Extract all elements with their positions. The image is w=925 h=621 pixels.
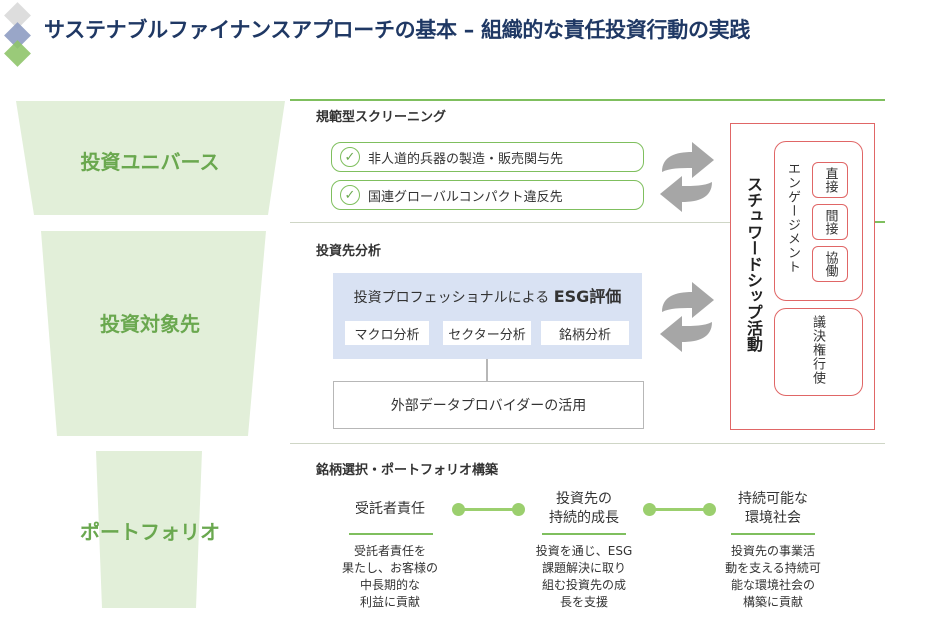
screening-heading: 規範型スクリーニング xyxy=(316,110,447,125)
step-connector-line xyxy=(653,508,709,511)
step-title-line: 受託者責任 xyxy=(355,501,425,517)
step-desc-line: 投資先の事業活 xyxy=(730,544,815,558)
voting-label: 議決権行使 xyxy=(810,315,825,385)
method-indirect: 間接 xyxy=(812,204,848,240)
engagement-box: エンゲージメント 直接 間接 協働 xyxy=(774,141,863,301)
funnel-graphic xyxy=(16,101,285,608)
step-title-line: 持続可能な xyxy=(738,491,808,507)
portfolio-heading: 銘柄選択・ポートフォリオ構築 xyxy=(316,463,499,478)
step-desc-line: 能な環境社会の xyxy=(730,578,815,592)
step-title-line: 持続的成長 xyxy=(549,510,619,526)
engagement-label: エンゲージメント xyxy=(785,162,800,274)
divider-2 xyxy=(290,443,885,444)
method-direct: 直接 xyxy=(812,162,848,198)
screening-item-label: 非人道的兵器の製造・販売関与先 xyxy=(368,151,564,167)
analysis-heading: 投資先分析 xyxy=(316,244,382,259)
external-data-box: 外部データプロバイダーの活用 xyxy=(333,381,644,429)
step-desc-line: 受託者責任を xyxy=(353,544,426,558)
funnel-stage3-shape xyxy=(96,451,202,608)
step-connector-dot xyxy=(703,503,716,516)
step-desc-line: 投資を通じ、ESG xyxy=(535,544,633,558)
analysis-chip-sector: セクター分析 xyxy=(443,321,531,345)
funnel-stage3-label: ポートフォリオ xyxy=(80,520,220,544)
step-connector-line xyxy=(462,508,518,511)
step-desc-line: 課題解決に取り xyxy=(541,561,626,575)
step-title-line: 投資先の xyxy=(556,491,612,507)
step-desc-line: 果たし、お客様の xyxy=(341,561,438,575)
screening-item-label: 国連グローバルコンパクト違反先 xyxy=(368,189,563,205)
stewardship-title: スチュワードシップ活動 xyxy=(744,176,763,352)
cycle-arrows-icon xyxy=(660,282,714,352)
analysis-chip-macro: マクロ分析 xyxy=(345,321,429,345)
esg-evaluation-box: 投資プロフェッショナルによる ESG評価 マクロ分析 セクター分析 銘柄分析 xyxy=(333,273,642,359)
step-connector-dot xyxy=(452,503,465,516)
step-connector-dot xyxy=(512,503,525,516)
esg-title-prefix: 投資プロフェッショナルによる xyxy=(353,290,550,306)
step-desc-line: 利益に貢献 xyxy=(359,595,420,609)
page-title: サステナブルファイナンスアプローチの基本 – 組織的な責任投資行動の実践 xyxy=(44,18,751,42)
funnel-stage2-label: 投資対象先 xyxy=(100,312,200,336)
cycle-arrows-icon xyxy=(660,142,714,212)
funnel-stage1-label: 投資ユニバース xyxy=(80,150,220,174)
method-collaborative: 協働 xyxy=(812,246,848,282)
step-underline xyxy=(349,533,433,535)
step-underline xyxy=(731,533,815,535)
stewardship-box: スチュワードシップ活動 エンゲージメント 直接 間接 協働 議決権行使 xyxy=(730,123,875,430)
step-desc-line: 長を支援 xyxy=(559,595,608,609)
esg-title-bold: ESG評価 xyxy=(553,287,622,306)
screening-item: ✓ 非人道的兵器の製造・販売関与先 xyxy=(331,142,644,172)
esg-title: 投資プロフェッショナルによる ESG評価 xyxy=(333,283,642,307)
check-icon: ✓ xyxy=(340,147,360,167)
step-desc-fiduciary: 受託者責任を 果たし、お客様の 中長期的な 利益に貢献 xyxy=(320,543,460,611)
voting-box: 議決権行使 xyxy=(774,308,863,396)
step-desc-line: 動を支える持続可 xyxy=(725,561,821,575)
step-title-society: 持続可能な 環境社会 xyxy=(713,490,833,528)
screening-item: ✓ 国連グローバルコンパクト違反先 xyxy=(331,180,644,210)
divider-1 xyxy=(290,222,730,223)
step-connector-dot xyxy=(643,503,656,516)
step-desc-society: 投資先の事業活 動を支える持続可 能な環境社会の 構築に貢献 xyxy=(703,543,843,611)
check-icon: ✓ xyxy=(340,185,360,205)
step-underline xyxy=(542,533,626,535)
step-desc-growth: 投資を通じ、ESG 課題解決に取り 組む投資先の成 長を支援 xyxy=(514,543,654,611)
funnel-stage2-shape xyxy=(41,231,266,436)
step-desc-line: 中長期的な xyxy=(359,578,420,592)
step-desc-line: 組む投資先の成 xyxy=(541,578,626,592)
step-desc-line: 構築に貢献 xyxy=(742,595,803,609)
divider-top xyxy=(290,99,885,101)
funnel-stage1-shape xyxy=(16,101,285,215)
esg-connector xyxy=(486,359,488,381)
step-title-growth: 投資先の 持続的成長 xyxy=(524,490,644,528)
divider-1-right xyxy=(872,221,885,223)
step-title-fiduciary: 受託者責任 xyxy=(330,500,450,519)
step-title-line: 環境社会 xyxy=(745,510,801,526)
analysis-chip-stock: 銘柄分析 xyxy=(541,321,629,345)
